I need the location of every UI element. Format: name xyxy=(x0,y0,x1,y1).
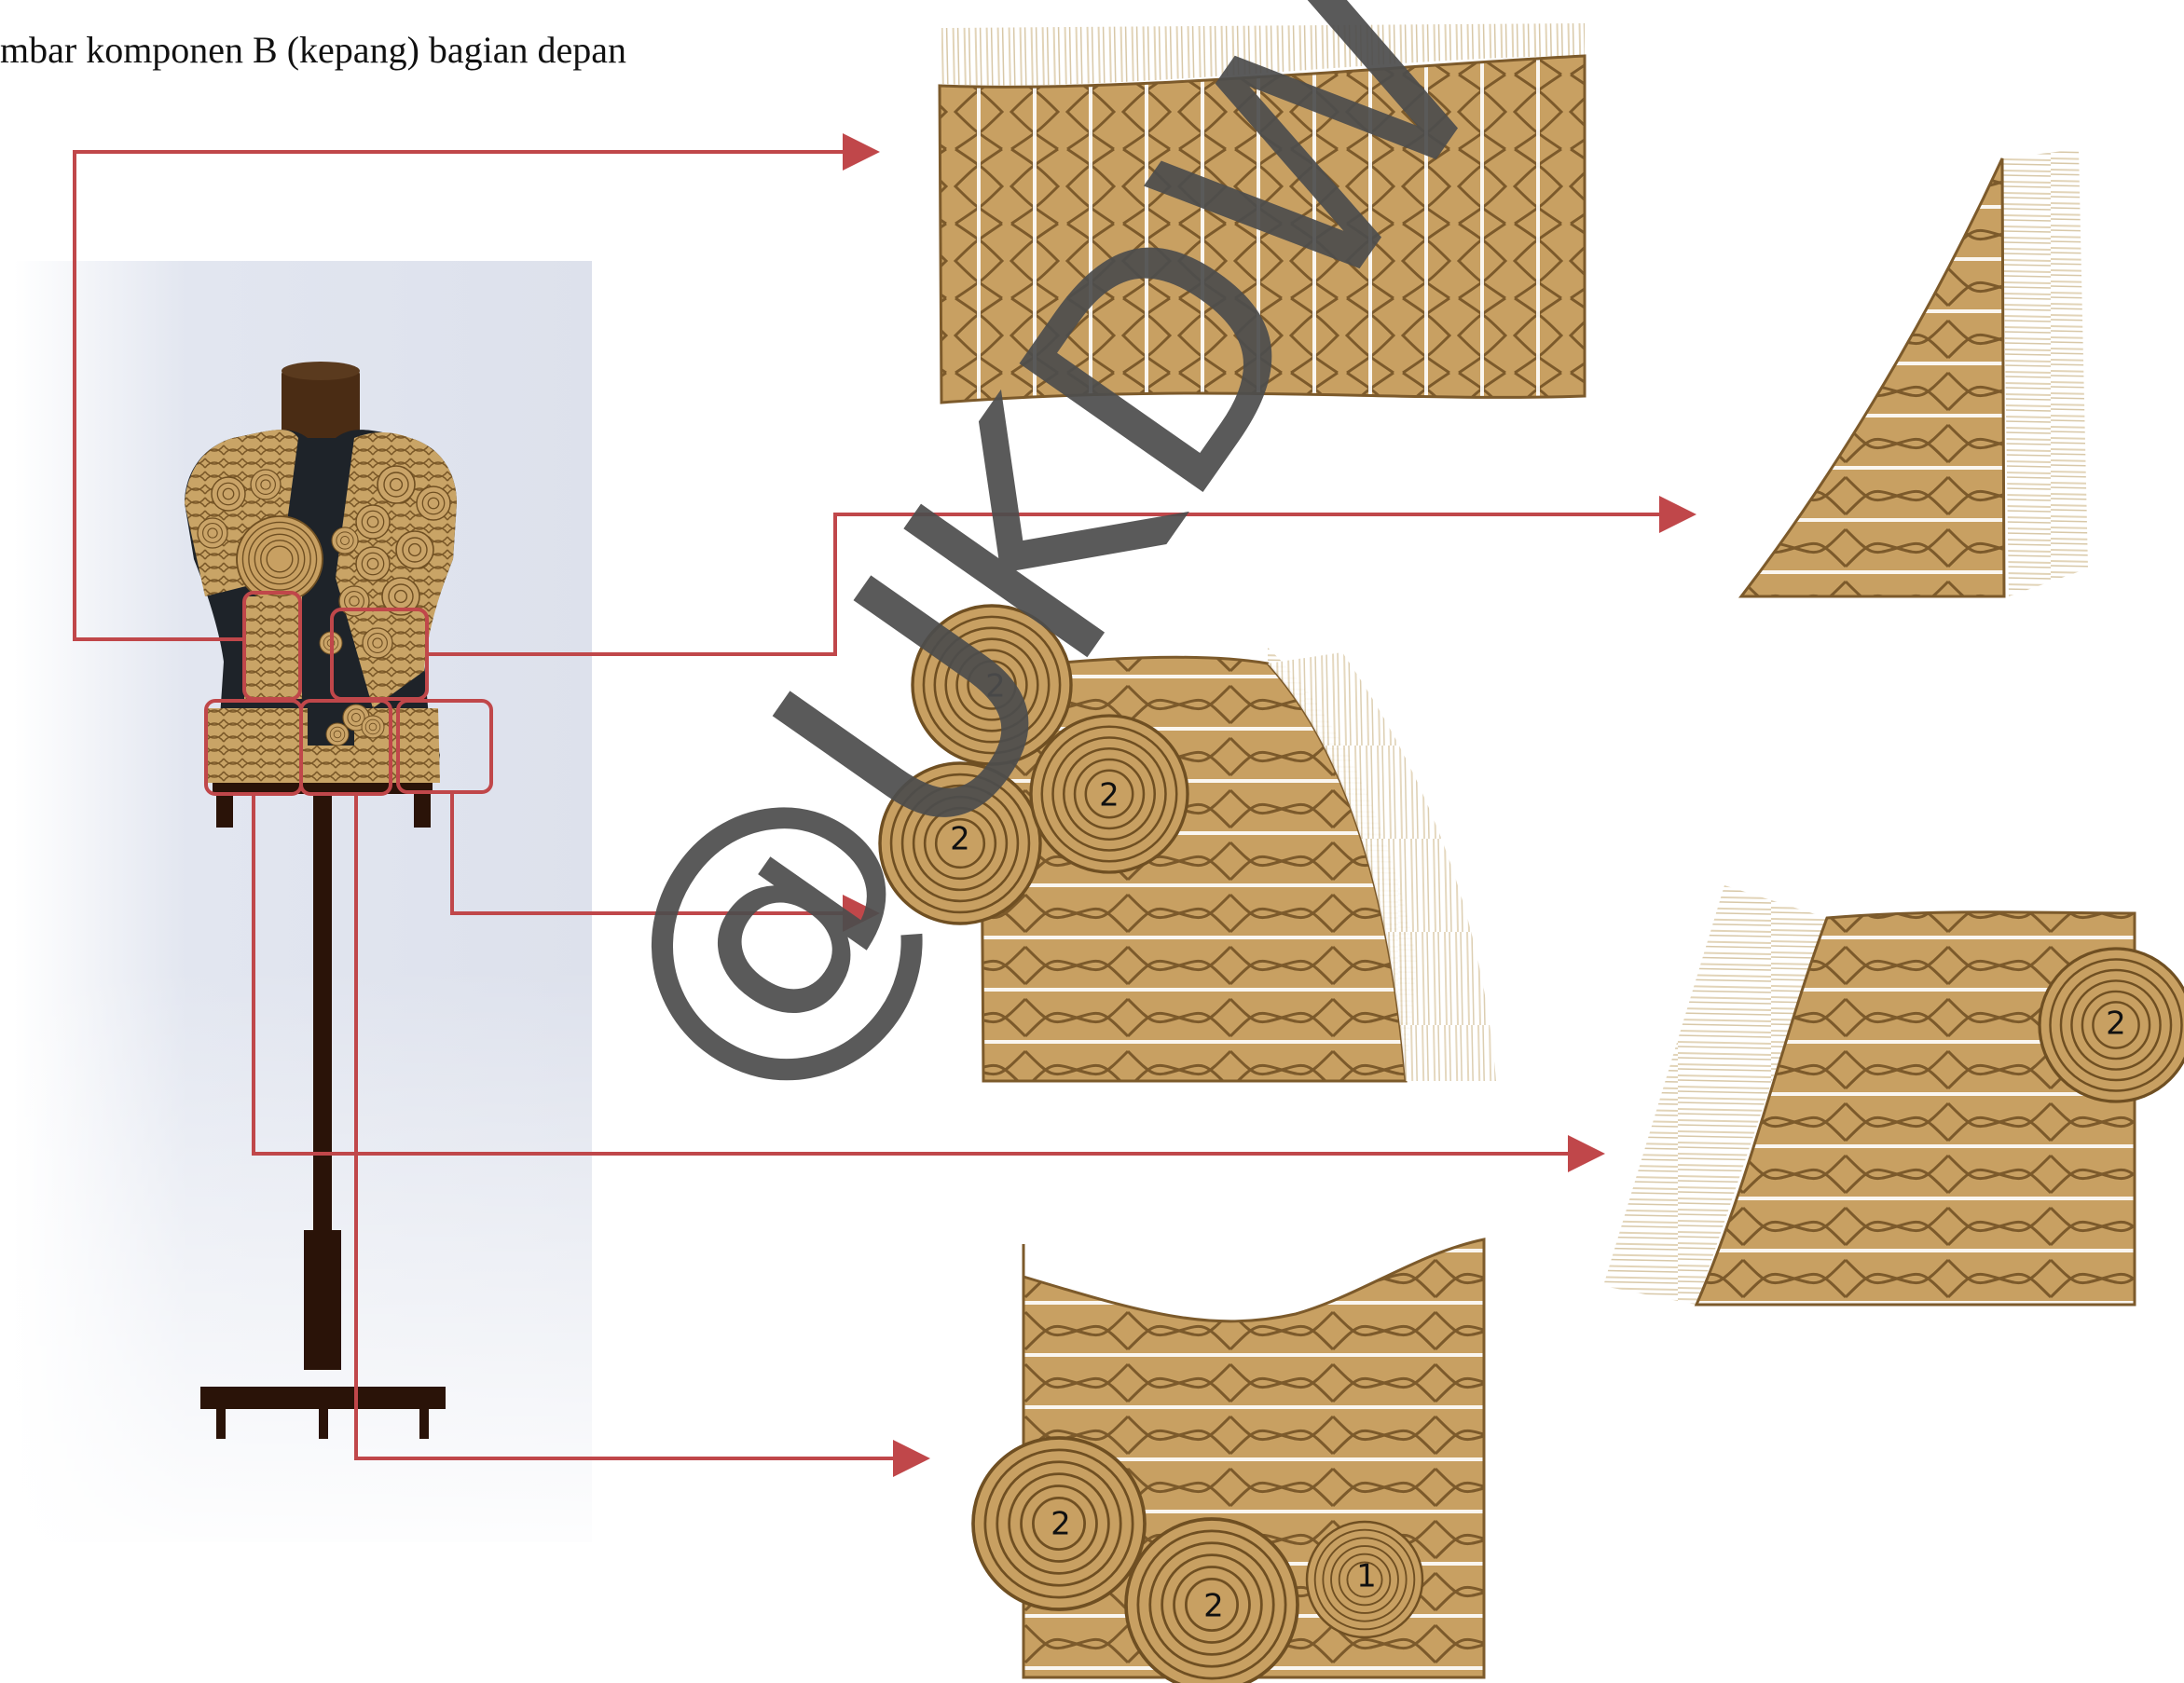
panel-right-hip-coils: 2 xyxy=(2040,949,2184,1101)
panel-right-side-braid xyxy=(1741,149,2088,596)
panel-bottom-center-braid: 2 2 1 xyxy=(973,1239,1484,1683)
coil-label: 2 xyxy=(1051,1506,1071,1543)
panel-right-hip-braid: 2 xyxy=(1603,885,2184,1305)
coil-label: 1 xyxy=(1356,1558,1377,1595)
coil-label: 2 xyxy=(2106,1006,2126,1043)
coil-label: 2 xyxy=(1203,1588,1224,1625)
coil-label: 2 xyxy=(1099,777,1119,814)
